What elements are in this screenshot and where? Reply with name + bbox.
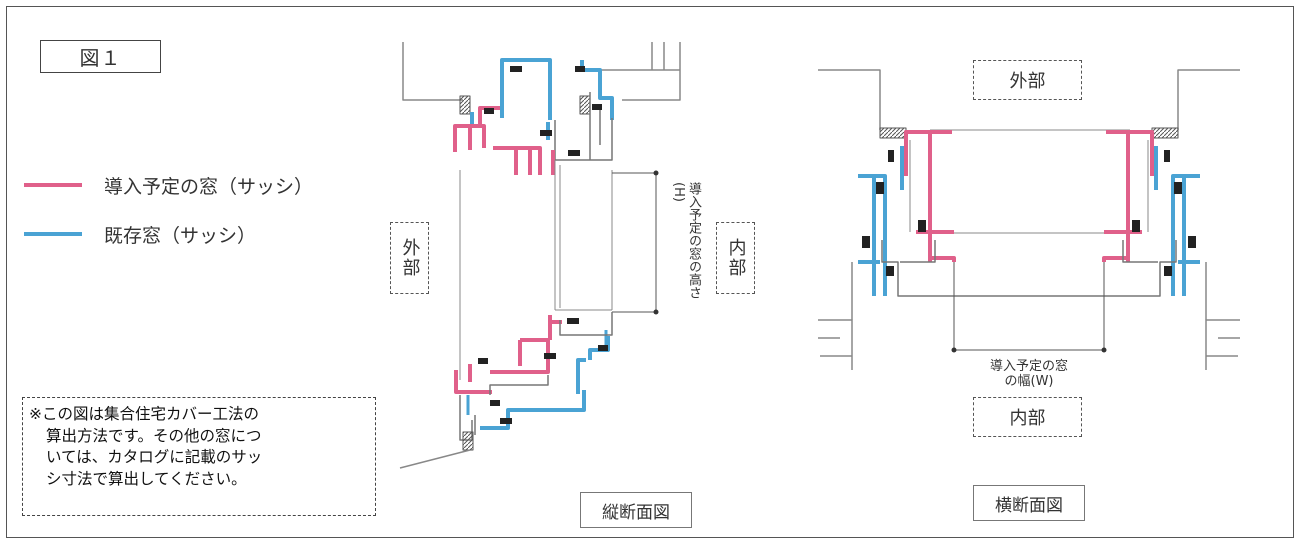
- width-dimension-label: 導入予定の窓 の幅(W): [989, 359, 1068, 389]
- horizontal-exterior-label: 外部: [973, 60, 1082, 100]
- legend-item-new-window: 導入予定の窓（サッシ）: [24, 172, 313, 199]
- figure-title: 図１: [40, 40, 161, 73]
- height-dimension-label: 導入予定の窓の高さ(H): [671, 182, 701, 299]
- note-box: ※この図は集合住宅カバー工法の 算出方法です。その他の窓につ いては、カタログに…: [22, 397, 376, 516]
- note-line-1: ※この図は集合住宅カバー工法の: [29, 405, 259, 423]
- vertical-section-caption: 縦断面図: [580, 492, 692, 528]
- legend-item-existing-window: 既存窓（サッシ）: [24, 221, 256, 248]
- horizontal-interior-label: 内部: [973, 397, 1082, 437]
- note-line-2: 算出方法です。その他の窓につ: [46, 426, 262, 445]
- note-line-4: シ寸法で算出してください。: [46, 469, 247, 488]
- vertical-exterior-label: 外部: [390, 222, 429, 294]
- legend-label-new-window: 導入予定の窓（サッシ）: [104, 176, 314, 198]
- vertical-section-drawing: [399, 42, 681, 469]
- vertical-interior-label: 内部: [716, 222, 755, 294]
- horizontal-section-caption: 横断面図: [973, 485, 1085, 521]
- figure-frame: [6, 6, 1294, 538]
- note-line-3: いては、カタログに記載のサッ: [46, 448, 263, 466]
- legend-label-existing-window: 既存窓（サッシ）: [104, 225, 257, 247]
- horizontal-section-drawing: [818, 69, 1240, 370]
